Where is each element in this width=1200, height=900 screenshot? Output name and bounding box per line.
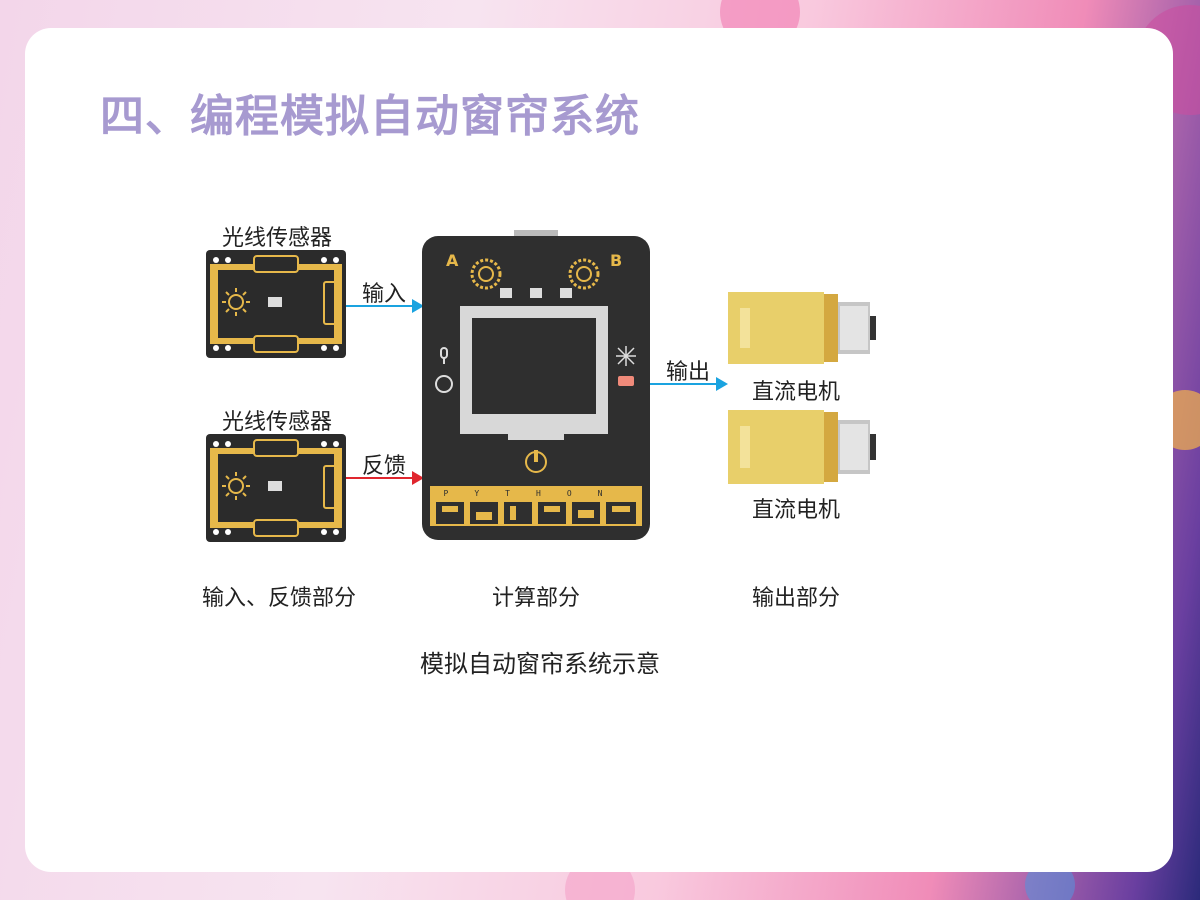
output-arrow-label: 输出: [666, 360, 711, 385]
motor-top-label: 直流电机: [752, 380, 841, 405]
board-brand-label: PYTHON: [444, 489, 629, 498]
sensor-top-label: 光线传感器: [222, 226, 333, 251]
input-arrow-label: 输入: [362, 282, 407, 307]
page-title: 四、编程模拟自动窗帘系统: [100, 91, 640, 142]
output-arrow: [650, 377, 728, 391]
sensor-bottom-label: 光线传感器: [222, 410, 333, 435]
section-input-feedback: 输入、反馈部分: [202, 586, 357, 611]
motor-bottom-label: 直流电机: [752, 498, 841, 523]
dc-motor-bottom: [728, 410, 876, 484]
python-controller-board: A B PYTHON: [422, 230, 650, 540]
light-sensor-bottom: [206, 434, 346, 542]
button-b-label: B: [610, 251, 622, 270]
feedback-arrow-label: 反馈: [362, 454, 407, 479]
diagram-caption: 模拟自动窗帘系统示意: [420, 650, 660, 678]
section-output: 输出部分: [752, 586, 841, 611]
section-compute: 计算部分: [492, 586, 581, 611]
light-sensor-top: [206, 250, 346, 358]
input-arrow: [346, 299, 424, 313]
dc-motor-top: [728, 292, 876, 364]
button-a-label: A: [446, 251, 459, 270]
feedback-arrow: [346, 471, 424, 485]
